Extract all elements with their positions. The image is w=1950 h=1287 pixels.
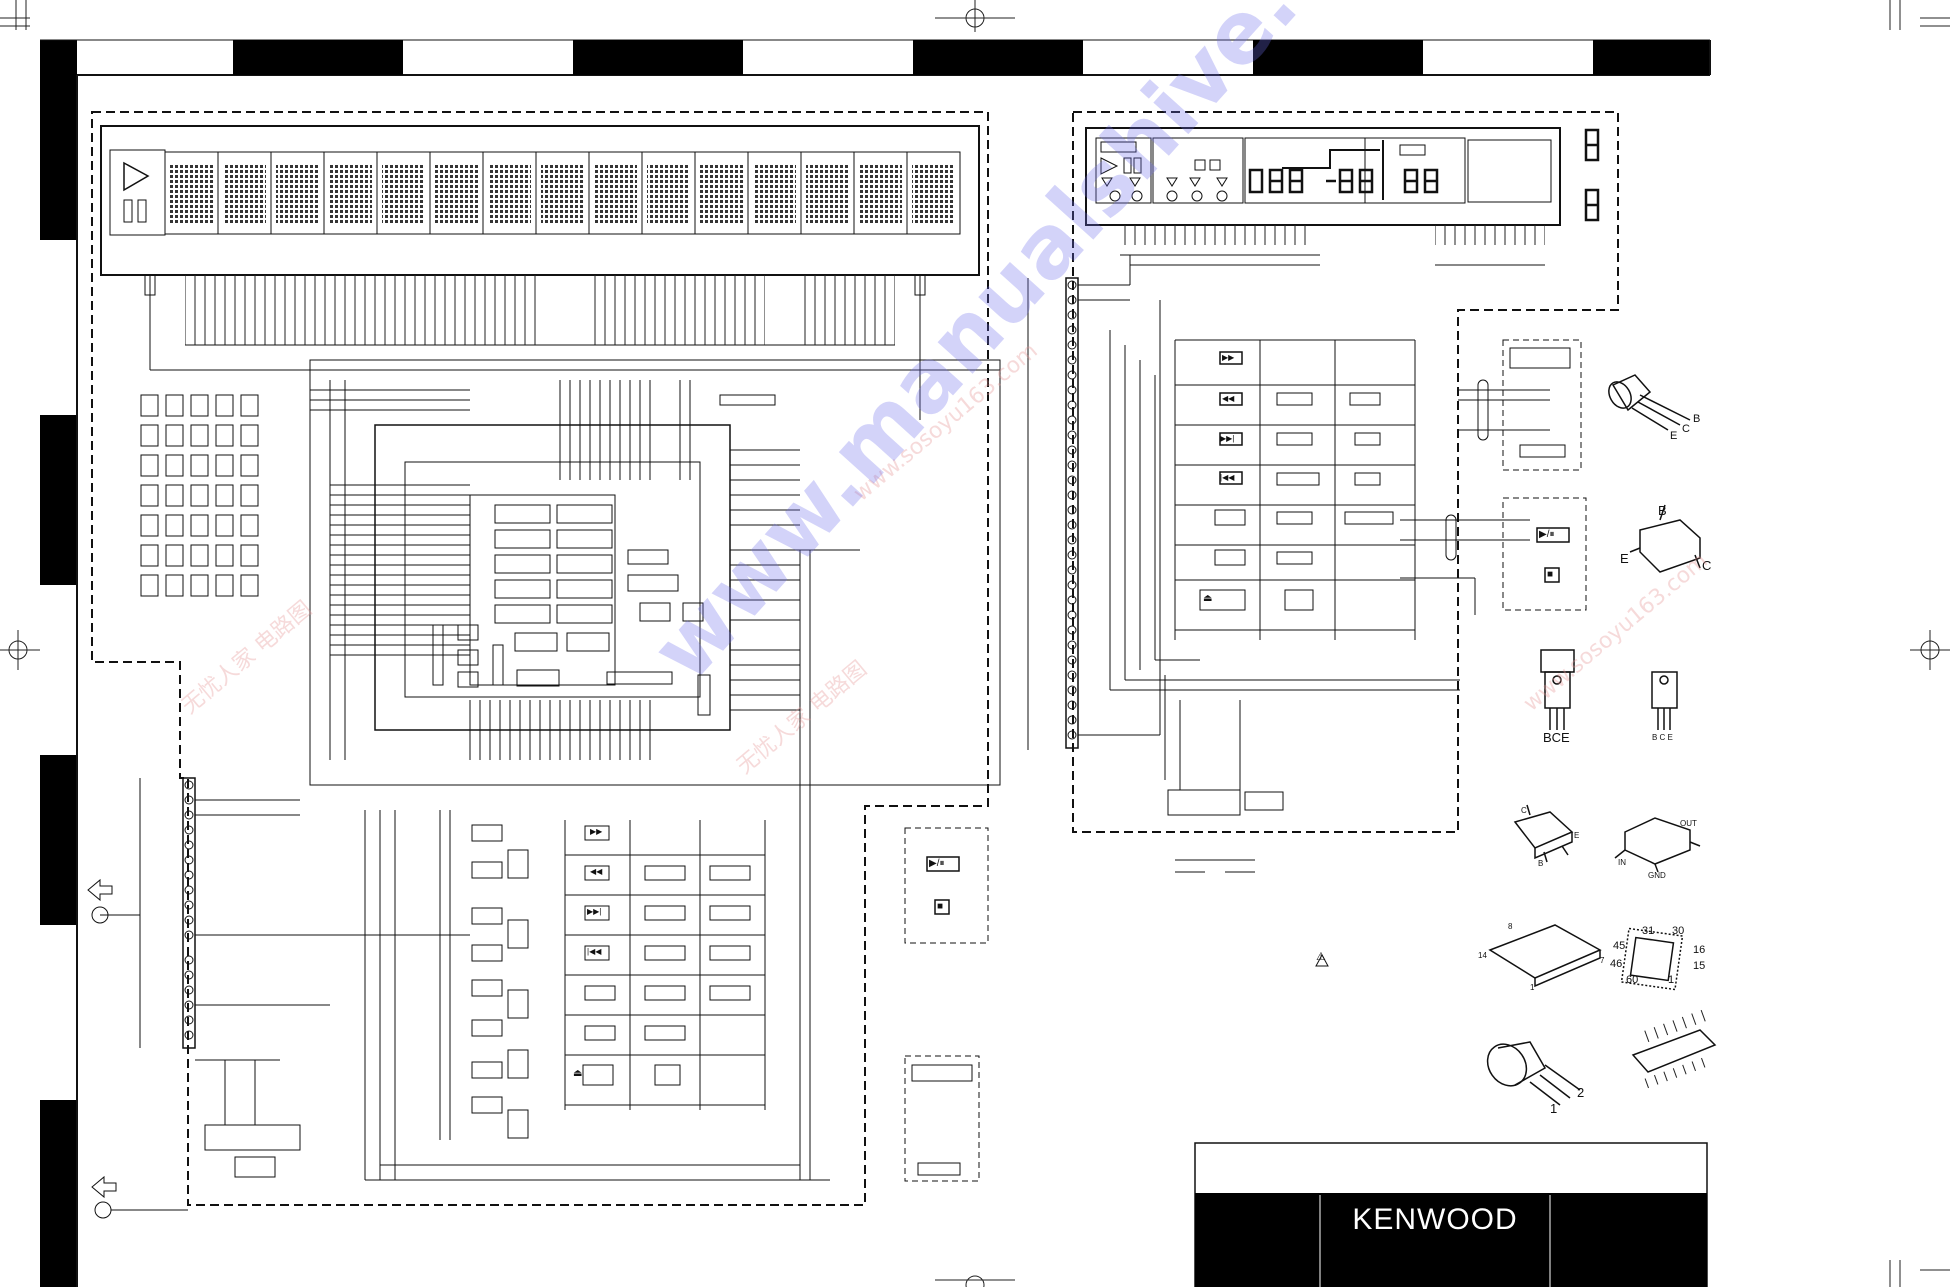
- qfp-pin-1: 1: [1668, 974, 1675, 986]
- transistor-to92-top: [1608, 374, 1691, 431]
- stop-key-right: ■: [1547, 569, 1554, 580]
- play-pause-key-left: ▶/⏸: [929, 858, 945, 869]
- reg-pin-in: IN: [1618, 858, 1626, 867]
- sot-pin-c: C: [1521, 806, 1527, 815]
- segment-pattern: [140, 394, 259, 597]
- rew-key-right: ◀◀: [1222, 394, 1235, 403]
- to92-pin-2: 2: [1577, 1085, 1585, 1100]
- eject-key-left: ⏏: [573, 1068, 583, 1079]
- pin-label-e-top: E: [1670, 430, 1678, 442]
- eject-key-right: ⏏: [1203, 593, 1213, 604]
- to220-right-pins: B C E: [1652, 733, 1673, 742]
- soic-pin-14: 14: [1478, 951, 1487, 960]
- ff-key-left: ▶▶: [590, 827, 603, 836]
- sot-package: [1513, 804, 1574, 863]
- seven-seg-digits: [1248, 128, 1600, 222]
- left-key-matrix: [364, 810, 830, 1181]
- to220-left-pins: BCE: [1543, 730, 1570, 745]
- reg-pin-out: OUT: [1680, 819, 1697, 828]
- regulator-package: [1614, 817, 1701, 873]
- stop-key-left: ■: [937, 901, 944, 912]
- warning-symbol: ⚠: [1316, 951, 1326, 963]
- to92-pin-1: 1: [1550, 1101, 1558, 1116]
- dip-package: [1631, 1008, 1717, 1090]
- right-key-matrix: [1109, 330, 1460, 790]
- play-pause-key-right: ▶/⏸: [1539, 529, 1555, 540]
- next-key-right: ▶▶|: [1220, 434, 1235, 443]
- title-block: [1194, 1142, 1708, 1287]
- sot-pin-e: E: [1574, 831, 1580, 840]
- warning-triangle: [1315, 953, 1329, 967]
- component-outlines: [1486, 374, 1717, 1106]
- pin-label-c-smd: C: [1702, 558, 1712, 573]
- vfd-digit-cells: [164, 151, 961, 235]
- transistor-smd: [1629, 504, 1701, 573]
- reg-pin-gnd: GND: [1648, 871, 1666, 880]
- prev-key-left: |◀◀: [587, 947, 602, 956]
- qfp-pin-46: 46: [1610, 958, 1623, 970]
- soic-pin-1: 1: [1530, 983, 1535, 992]
- pin-label-e-smd: E: [1620, 551, 1629, 566]
- qfp-pin-60: 60: [1626, 974, 1639, 986]
- kenwood-logo: KENWOOD: [1352, 1203, 1518, 1236]
- qfp-pin-45: 45: [1613, 940, 1626, 952]
- right-board: [1027, 111, 1619, 873]
- sot-pin-b: B: [1538, 859, 1544, 868]
- soic-package: [1488, 924, 1602, 988]
- ff-key-right: ▶▶: [1222, 353, 1235, 362]
- to220-right: [1651, 671, 1678, 730]
- soic-pin-8: 8: [1508, 922, 1513, 931]
- next-key-left: ▶▶|: [587, 907, 602, 916]
- qfp-pin-15: 15: [1693, 960, 1706, 972]
- qfp-package: [1620, 927, 1684, 991]
- soic-pin-7: 7: [1600, 956, 1605, 965]
- qfp-pin-31: 31: [1642, 925, 1655, 937]
- page-frame: [40, 39, 1711, 1287]
- qfp-pin-16: 16: [1693, 944, 1706, 956]
- rew-key-left: ◀◀: [590, 867, 603, 876]
- pin-label-b-top: B: [1693, 413, 1701, 425]
- pin-label-c-top: C: [1682, 423, 1690, 435]
- to220-left: [1540, 649, 1575, 730]
- prev-key-right: |◀◀: [1220, 473, 1235, 482]
- pin-label-b-smd: B: [1658, 503, 1667, 518]
- left-board: [87, 111, 1001, 1219]
- left-ic-bus: [310, 380, 1000, 1180]
- qfp-pin-30: 30: [1672, 925, 1685, 937]
- transistor-to92-bottom: [1486, 1041, 1581, 1106]
